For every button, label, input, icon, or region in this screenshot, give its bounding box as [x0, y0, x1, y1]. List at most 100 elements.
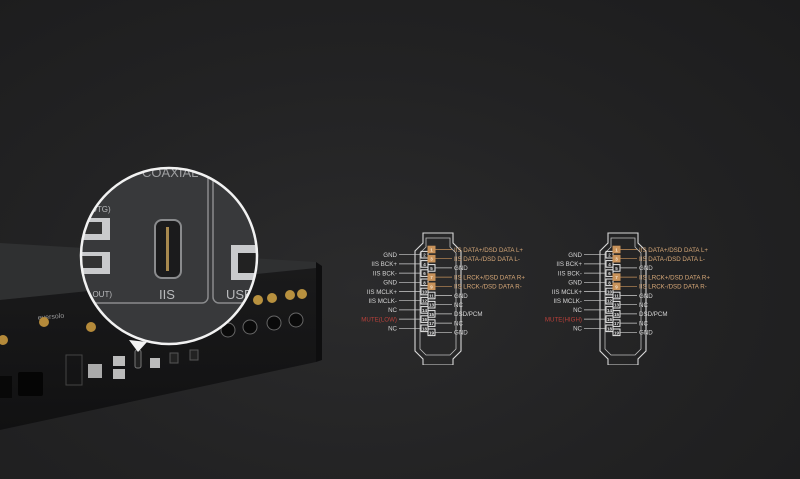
- pin-box: [605, 296, 614, 305]
- pin-number: 1: [430, 248, 433, 253]
- pin-number: 9: [430, 284, 433, 289]
- pin-box: [605, 260, 614, 268]
- pin-number: 19: [614, 330, 620, 335]
- pin-number: 19: [429, 330, 435, 335]
- pin-number: 7: [430, 275, 433, 280]
- pin-box: [420, 250, 429, 259]
- pin-box: [605, 287, 614, 296]
- pin-label: NC: [573, 307, 582, 314]
- pin-number: 5: [615, 266, 618, 271]
- pin-number: 5: [430, 266, 433, 271]
- pin-number: 4: [423, 262, 426, 267]
- pin-label: GND: [454, 265, 468, 272]
- pin-label: NC: [573, 326, 582, 333]
- pin-label: IIS BCK-: [558, 270, 582, 277]
- pin-label: NC: [639, 320, 648, 327]
- pin-number: 6: [608, 271, 611, 276]
- pin-label: IIS DATA+/DSD DATA L+: [639, 247, 708, 254]
- pin-box: [605, 315, 614, 323]
- pin-label: IIS MCLK+: [367, 289, 397, 296]
- pin-label: IIS DATA-/DSD DATA L-: [639, 256, 705, 263]
- ethernet-port: [88, 364, 102, 378]
- pin-label: MUTE(LOW): [361, 316, 397, 323]
- usb-port-1: [113, 356, 125, 366]
- pin-box: [420, 269, 429, 277]
- pin-box: [605, 278, 614, 287]
- pin-number: 12: [607, 299, 613, 304]
- xlr-outputs: [220, 312, 304, 338]
- pin-number: 15: [614, 312, 620, 317]
- otg-label: (OTG): [88, 205, 111, 214]
- pin-label: IIS LRCK+/DSD DATA R+: [639, 274, 710, 281]
- pin-number: 16: [422, 317, 428, 322]
- out-label: O OUT): [84, 290, 112, 299]
- pin-label: MUTE(HIGH): [545, 316, 582, 323]
- pin-box: [420, 324, 429, 333]
- pin-label: NC: [639, 302, 648, 309]
- pin-number: 14: [422, 308, 428, 313]
- pin-label: GND: [454, 330, 468, 337]
- pin-label: GND: [639, 330, 653, 337]
- pin-label: IIS BCK-: [373, 270, 397, 277]
- pin-label: IIS MCLK-: [368, 298, 397, 305]
- pin-label: IIS DATA+/DSD DATA L+: [454, 247, 523, 254]
- pin-label: NC: [388, 326, 397, 333]
- pin-box: [605, 306, 614, 314]
- pin-label: NC: [454, 302, 463, 309]
- usb-b-port: [150, 358, 160, 368]
- pin-label: GND: [383, 280, 397, 287]
- pin-number: 13: [614, 303, 620, 308]
- pin-label: IIS LRCK-/DSD DATA R-: [454, 284, 522, 291]
- pin-number: 10: [607, 290, 613, 295]
- pin-label: GND: [568, 252, 582, 259]
- pin-label: GND: [639, 293, 653, 300]
- pin-box: [605, 269, 614, 277]
- power-switch: [0, 376, 12, 398]
- pin-number: 18: [607, 326, 613, 331]
- usb-port-2: [113, 369, 125, 379]
- pin-label: GND: [568, 280, 582, 287]
- coaxial-label: COAXIAL: [142, 165, 198, 180]
- pin-number: 8: [423, 280, 426, 285]
- pin-label: IIS MCLK-: [553, 298, 582, 305]
- pin-label: DSD/PCM: [454, 311, 483, 318]
- antenna-connectors: [0, 317, 96, 345]
- pin-label: IIS BCK+: [556, 261, 582, 268]
- pin-label: IIS MCLK+: [552, 289, 582, 296]
- pin-box: [420, 296, 429, 305]
- pin-number: 16: [607, 317, 613, 322]
- pin-number: 3: [615, 257, 618, 262]
- pin-number: 10: [422, 290, 428, 295]
- optical-port-1: [169, 352, 179, 364]
- pin-number: 6: [423, 271, 426, 276]
- pin-number: 13: [429, 303, 435, 308]
- pin-number: 4: [608, 262, 611, 267]
- pin-box: [420, 315, 429, 323]
- pin-number: 18: [422, 326, 428, 331]
- pin-number: 17: [614, 321, 620, 326]
- pin-number: 9: [615, 284, 618, 289]
- pin-number: 12: [422, 299, 428, 304]
- pin-box: [605, 324, 614, 333]
- pin-label: IIS DATA-/DSD DATA L-: [454, 256, 520, 263]
- pin-number: 11: [614, 294, 619, 299]
- power-inlet: [18, 372, 43, 396]
- pin-number: 11: [429, 294, 434, 299]
- iis-hdmi-port: [134, 349, 142, 369]
- iis-label: IIS: [159, 287, 175, 302]
- pin-number: 17: [429, 321, 435, 326]
- pin-number: 15: [429, 312, 435, 317]
- pin-number: 7: [615, 275, 618, 280]
- pin-label: IIS BCK+: [371, 261, 397, 268]
- pin-number: 1: [615, 248, 618, 253]
- pin-label: GND: [383, 252, 397, 259]
- pin-number: 14: [607, 308, 613, 313]
- pin-box: [605, 250, 614, 259]
- rca-outputs: [253, 289, 307, 305]
- pin-box: [420, 287, 429, 296]
- pin-number: 3: [430, 257, 433, 262]
- chassis-side: [316, 262, 322, 362]
